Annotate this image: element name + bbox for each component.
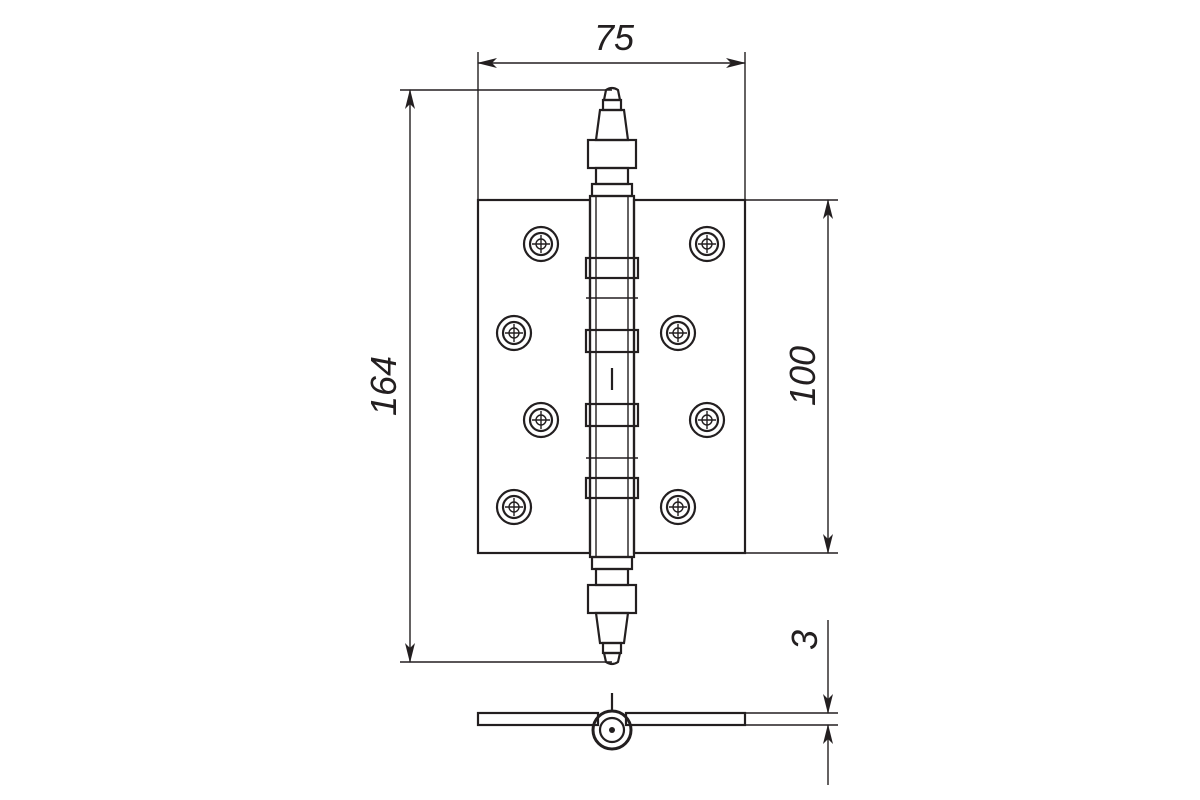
section-right-leaf bbox=[624, 711, 747, 727]
thickness-dimension: 3 bbox=[745, 620, 838, 785]
screw-hole bbox=[688, 401, 726, 439]
screw-holes bbox=[495, 225, 726, 526]
hinge-front-view bbox=[476, 86, 747, 666]
screw-hole bbox=[495, 488, 533, 526]
thickness-label: 3 bbox=[784, 630, 825, 650]
total-height-label: 164 bbox=[363, 356, 404, 416]
section-left-leaf bbox=[476, 711, 600, 727]
section-pin-outer bbox=[598, 716, 626, 744]
right-leaf bbox=[632, 198, 747, 555]
screw-hole bbox=[495, 314, 533, 352]
hinge-section-view bbox=[476, 693, 747, 751]
screw-hole bbox=[522, 225, 560, 263]
leaf-height-label: 100 bbox=[782, 346, 823, 406]
width-label: 75 bbox=[594, 17, 635, 58]
bottom-finial bbox=[586, 555, 638, 666]
width-dimension: 75 bbox=[477, 17, 746, 200]
leaf-height-dimension: 100 bbox=[745, 199, 838, 554]
screw-hole bbox=[659, 488, 697, 526]
total-height-dimension: 164 bbox=[363, 89, 612, 663]
section-pin bbox=[609, 727, 615, 733]
hinge-barrel bbox=[584, 194, 640, 559]
screw-hole bbox=[659, 314, 697, 352]
screw-hole bbox=[522, 401, 560, 439]
top-finial bbox=[586, 86, 638, 198]
screw-hole bbox=[688, 225, 726, 263]
